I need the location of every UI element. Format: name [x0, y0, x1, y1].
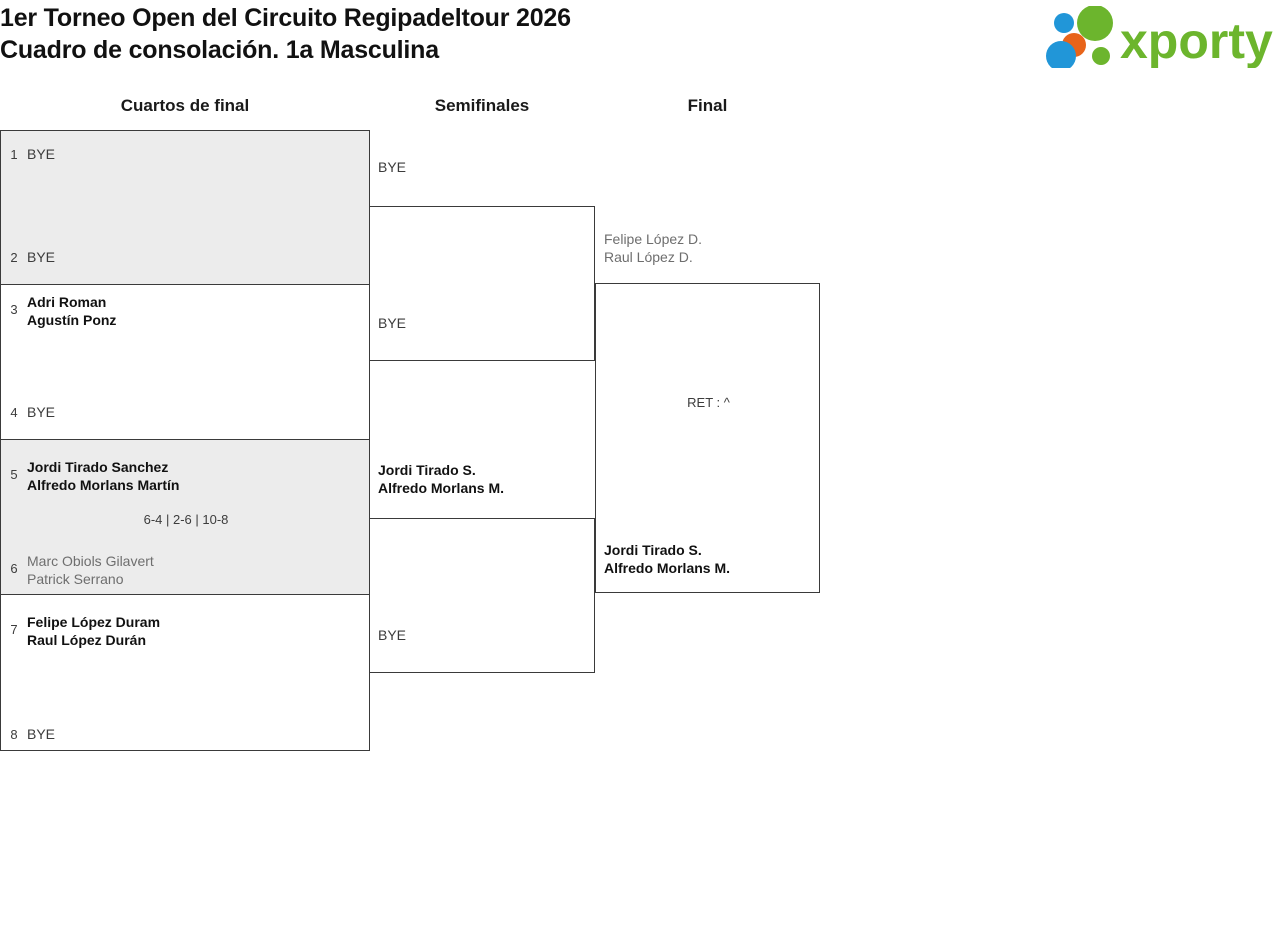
team-slot-bottom: BYE	[378, 315, 407, 331]
seed-number: 5	[10, 467, 18, 482]
team-slot-bottom: BYE	[378, 627, 407, 643]
match-final[interactable]: Felipe López D. Raul López D. Jordi Tira…	[595, 231, 820, 593]
seed-number: 3	[10, 302, 18, 317]
team-slot-bottom: BYE	[27, 404, 56, 420]
team-slot-top: Jordi Tirado Sanchez Alfredo Morlans Mar…	[27, 459, 180, 493]
seed-number: 8	[10, 727, 18, 742]
match-sf-2[interactable]: Jordi Tirado S. Alfredo Morlans M. BYE	[369, 462, 595, 673]
logo-wordmark: xporty	[1120, 13, 1273, 68]
team-slot-top: BYE	[378, 159, 407, 175]
team-slot-top: Jordi Tirado S. Alfredo Morlans M.	[378, 462, 505, 496]
seed-number: 4	[10, 405, 18, 420]
seed-number: 6	[10, 561, 18, 576]
draw-subtitle: Cuadro de consolación. 1a Masculina	[0, 36, 439, 64]
match-score: 6-4 | 2-6 | 10-8	[143, 512, 229, 527]
match-qf-4[interactable]: 7 Felipe López Duram Raul López Durán 8 …	[0, 594, 370, 751]
match-score: RET : ^	[687, 395, 730, 410]
match-qf-2[interactable]: 3 Adri Roman Agustín Ponz 4 BYE	[0, 284, 370, 440]
seed-number: 2	[10, 250, 18, 265]
seed-number: 1	[10, 147, 18, 162]
bracket-grid: 1 BYE 2 BYE 3 Adri Roman Agustín Ponz 4 …	[0, 130, 900, 760]
match-qf-3[interactable]: 5 Jordi Tirado Sanchez Alfredo Morlans M…	[0, 439, 370, 595]
round-heading-semifinals: Semifinales	[434, 96, 530, 115]
xporty-logo[interactable]: xporty	[1042, 6, 1274, 68]
page-title: 1er Torneo Open del Circuito Regipadelto…	[0, 2, 900, 66]
team-slot-bottom: BYE	[27, 249, 56, 265]
team-slot-bottom: Jordi Tirado S. Alfredo Morlans M.	[604, 542, 731, 576]
logo-dots	[1046, 6, 1113, 68]
match-sf-1[interactable]: BYE BYE	[369, 159, 595, 361]
round-heading-quarterfinals: Cuartos de final	[120, 96, 250, 115]
seed-number: 7	[10, 622, 18, 637]
team-slot-bottom: Marc Obiols Gilavert Patrick Serrano	[27, 553, 154, 587]
team-slot-top: Felipe López Duram Raul López Durán	[27, 614, 161, 648]
tournament-name: 1er Torneo Open del Circuito Regipadelto…	[0, 4, 571, 32]
match-qf-1[interactable]: 1 BYE 2 BYE	[0, 130, 370, 285]
team-slot-top: Adri Roman Agustín Ponz	[27, 294, 117, 328]
team-slot-top: Felipe López D. Raul López D.	[604, 231, 703, 265]
team-slot-bottom: BYE	[27, 726, 56, 742]
round-heading-final: Final	[687, 96, 728, 115]
team-slot-top: BYE	[27, 146, 56, 162]
